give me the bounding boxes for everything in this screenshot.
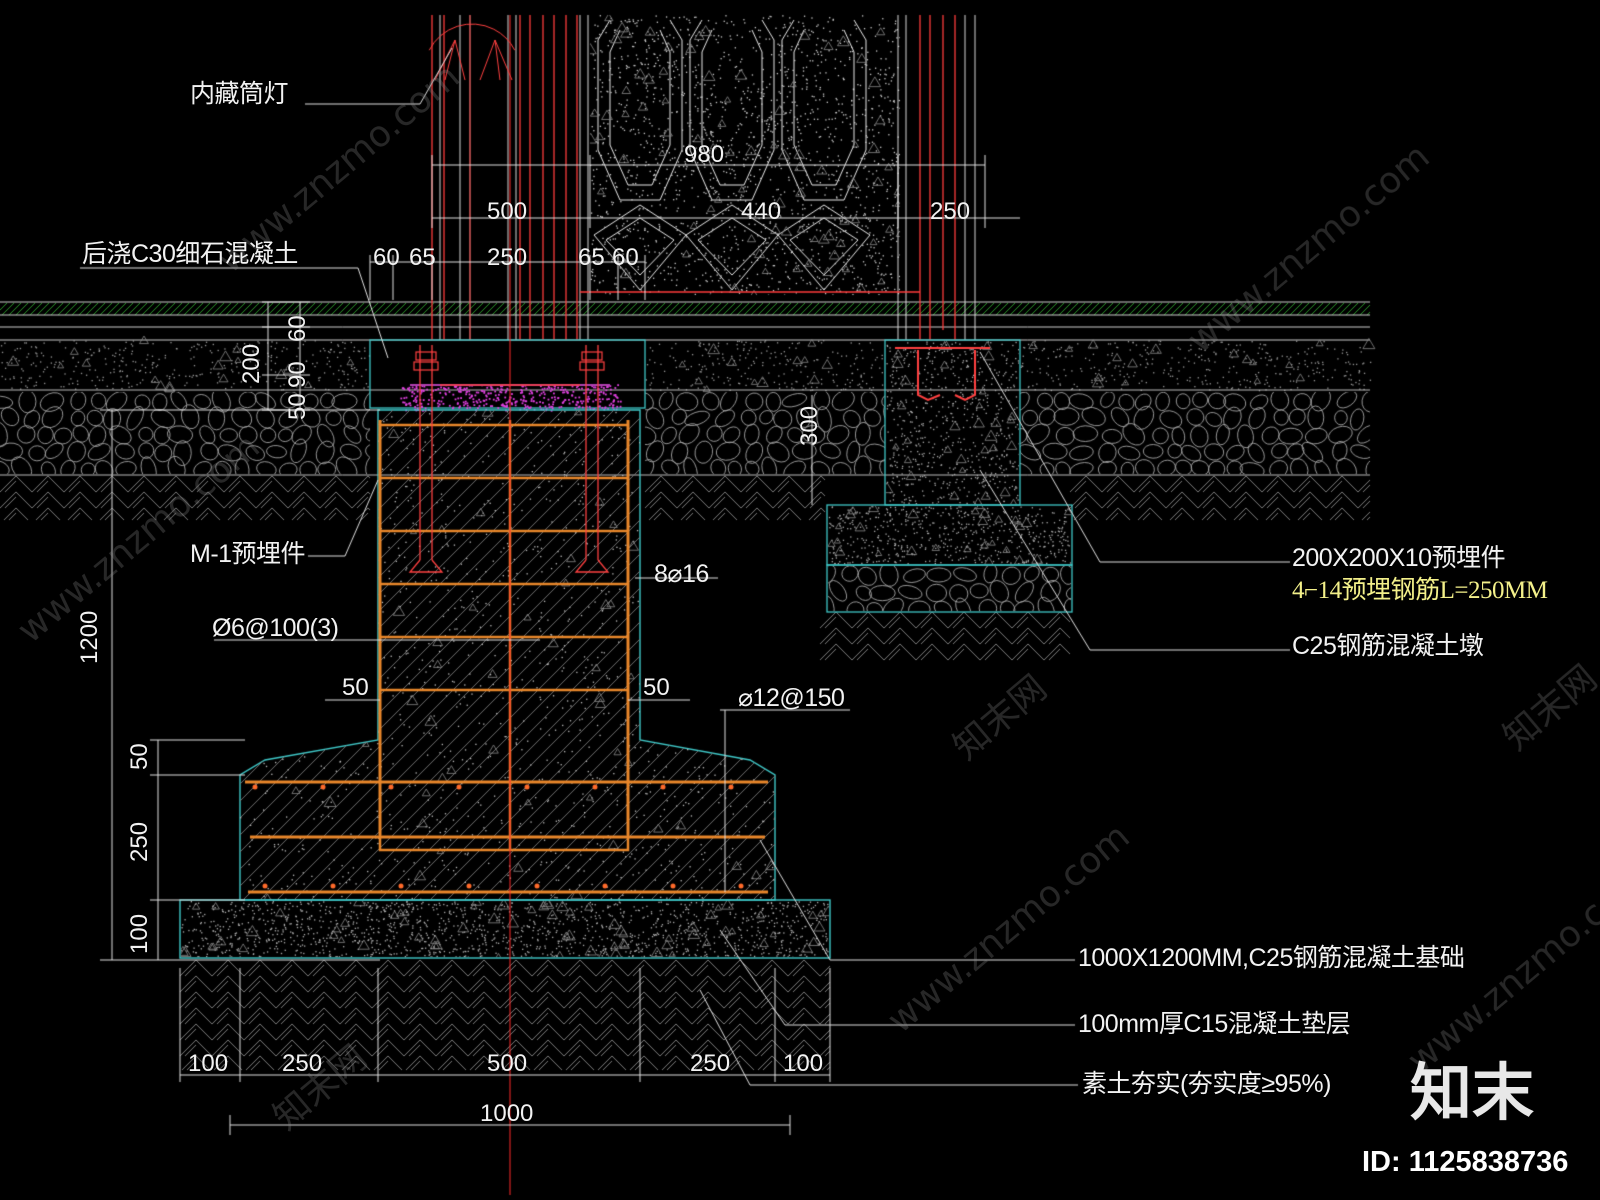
dim-bot-500: 500 — [487, 1050, 528, 1077]
dim-v-90: 90 — [284, 361, 311, 388]
dim-v-50b: 50 — [126, 743, 153, 770]
label-main-bar: 8⌀16 — [654, 560, 709, 588]
dim-side-50-left: 50 — [342, 674, 369, 701]
dim-bot-250-left: 250 — [282, 1050, 323, 1077]
dim-v-1200: 1200 — [76, 610, 103, 664]
label-anchor: 4⌐14预埋钢筋L=250MM — [1292, 577, 1548, 604]
dim-row2-60: 60 — [373, 244, 400, 271]
dim-v-100: 100 — [126, 913, 153, 954]
label-cushion: 100mm厚C15混凝土垫层 — [1078, 1010, 1351, 1038]
label-soil: 素土夯实(夯实度≥95%) — [1082, 1070, 1331, 1098]
dim-v-50: 50 — [284, 393, 311, 420]
dim-row2-65: 65 — [409, 244, 436, 271]
dim-top-440: 440 — [741, 198, 782, 225]
dim-bot-250-right: 250 — [690, 1050, 731, 1077]
dim-v-250: 250 — [126, 821, 153, 862]
dim-side-50-right: 50 — [643, 674, 670, 701]
label-embed-m1: M-1预埋件 — [190, 540, 306, 568]
brand-logo: 知末 — [1410, 1056, 1535, 1129]
label-footing: 1000X1200MM,C25钢筋混凝土基础 — [1078, 944, 1465, 972]
brand-id: ID: 1125838736 — [1362, 1146, 1569, 1178]
dim-bot-1000: 1000 — [480, 1100, 534, 1127]
dim-row2-60b: 60 — [612, 244, 639, 271]
dim-top-500: 500 — [487, 198, 528, 225]
dim-top-250: 250 — [930, 198, 971, 225]
label-base-bar: ⌀12@150 — [738, 684, 845, 712]
label-downlight: 内藏筒灯 — [190, 80, 289, 108]
label-stirrup: Ø6@100(3) — [212, 614, 339, 642]
label-plate: 200X200X10预埋件 — [1292, 544, 1506, 572]
label-post-pour-concrete: 后浇C30细石混凝土 — [82, 240, 298, 268]
dim-row2-250: 250 — [487, 244, 528, 271]
label-pier: C25钢筋混凝土墩 — [1292, 632, 1484, 660]
dim-top-980: 980 — [684, 141, 725, 168]
dim-bot-100-right: 100 — [783, 1050, 824, 1077]
dim-row2-65b: 65 — [578, 244, 605, 271]
dim-v-200: 200 — [238, 343, 265, 384]
dim-v-300: 300 — [796, 405, 823, 446]
dim-bot-100-left: 100 — [188, 1050, 229, 1077]
dim-v-60: 60 — [284, 315, 311, 342]
